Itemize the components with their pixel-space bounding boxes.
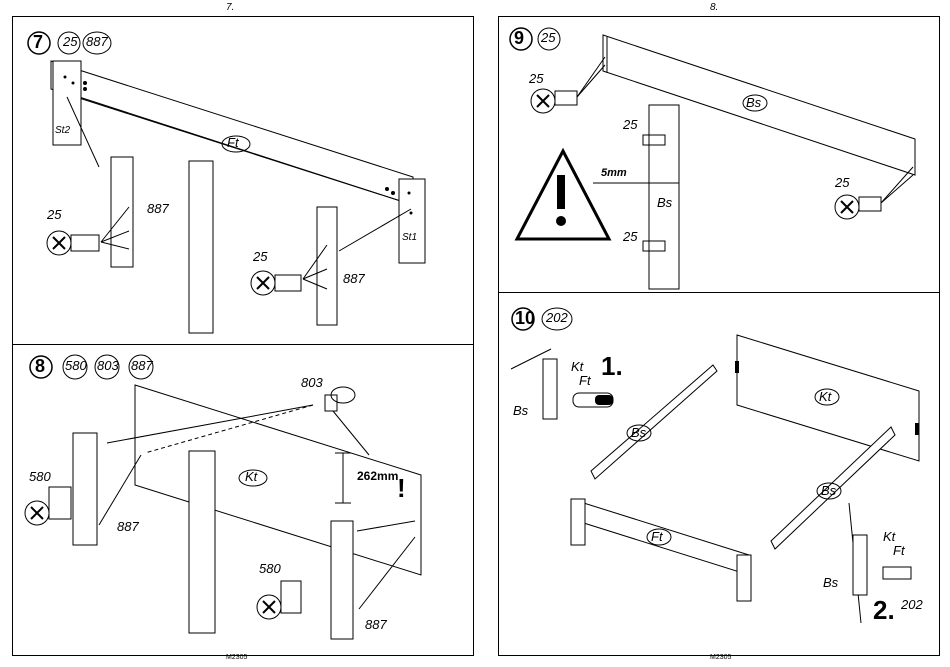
sleeve-label: 580: [29, 469, 51, 484]
screw-label: 25: [623, 229, 637, 244]
page-number-right: 8.: [710, 2, 718, 13]
step-number: 10: [515, 308, 535, 329]
dimension-label: 262mm: [357, 469, 398, 483]
sequence-number: 1.: [601, 351, 623, 382]
board-label: Kt: [819, 389, 831, 404]
part-number: 25: [541, 30, 555, 45]
part-number: 887: [86, 34, 108, 49]
board-ref-label: Ft: [579, 373, 591, 388]
tag-label: St1: [402, 232, 417, 243]
sequence-number: 2.: [873, 595, 895, 626]
board-ref-label: Kt: [883, 529, 895, 544]
footer-code-left: M2305: [226, 654, 247, 661]
screw-label: 25: [253, 249, 267, 264]
screw-label: 25: [47, 207, 61, 222]
bracket-label: 887: [365, 617, 387, 632]
footer-code-right: M2305: [710, 654, 731, 661]
step-9-illustration: [499, 17, 939, 293]
step-number: 7: [33, 32, 43, 53]
board-label: Ft: [651, 529, 663, 544]
board-label: Bs: [746, 95, 761, 110]
part-number: 25: [63, 34, 77, 49]
part-number: 202: [546, 310, 568, 325]
board-label: Kt: [245, 469, 257, 484]
screw-label: 202: [901, 597, 923, 612]
panel-step-8: 8 580 803 887 Kt 262mm ! 803 580 887 580…: [12, 344, 474, 656]
board-label: Bs: [821, 483, 836, 498]
screw-label: 25: [623, 117, 637, 132]
board-label: Ft: [227, 135, 239, 150]
board-ref-label: Ft: [893, 543, 905, 558]
board-label: Bs: [631, 425, 646, 440]
step-number: 9: [514, 28, 524, 49]
warning-mark: !: [397, 473, 406, 504]
part-number: 887: [131, 358, 153, 373]
bracket-label: 887: [117, 519, 139, 534]
bolt-label: 803: [301, 375, 323, 390]
step-7-illustration: [13, 17, 473, 345]
part-number: 580: [65, 358, 87, 373]
panel-step-7: 7 25 887 Ft St2 St1 25 887 25 887: [12, 16, 474, 346]
bracket-label: 887: [147, 201, 169, 216]
part-number: 803: [97, 358, 119, 373]
panel-step-10: 10 202 Kt Ft Bs Bs Kt Ft Bs Kt Ft Bs 202…: [498, 292, 940, 656]
screw-label: 25: [529, 71, 543, 86]
sleeve-label: 580: [259, 561, 281, 576]
page-number-left: 7.: [226, 2, 234, 13]
board-ref-label: Bs: [513, 403, 528, 418]
tag-label: St2: [55, 125, 70, 136]
screw-label: 25: [835, 175, 849, 190]
step-number: 8: [35, 356, 45, 377]
panel-step-9: 9 25 Bs 25 25 25 25 5mm Bs: [498, 16, 940, 294]
board-ref-label: Kt: [571, 359, 583, 374]
bracket-label: 887: [343, 271, 365, 286]
board-ref-label: Bs: [823, 575, 838, 590]
side-label: Bs: [657, 195, 672, 210]
gap-label: 5mm: [601, 167, 627, 179]
